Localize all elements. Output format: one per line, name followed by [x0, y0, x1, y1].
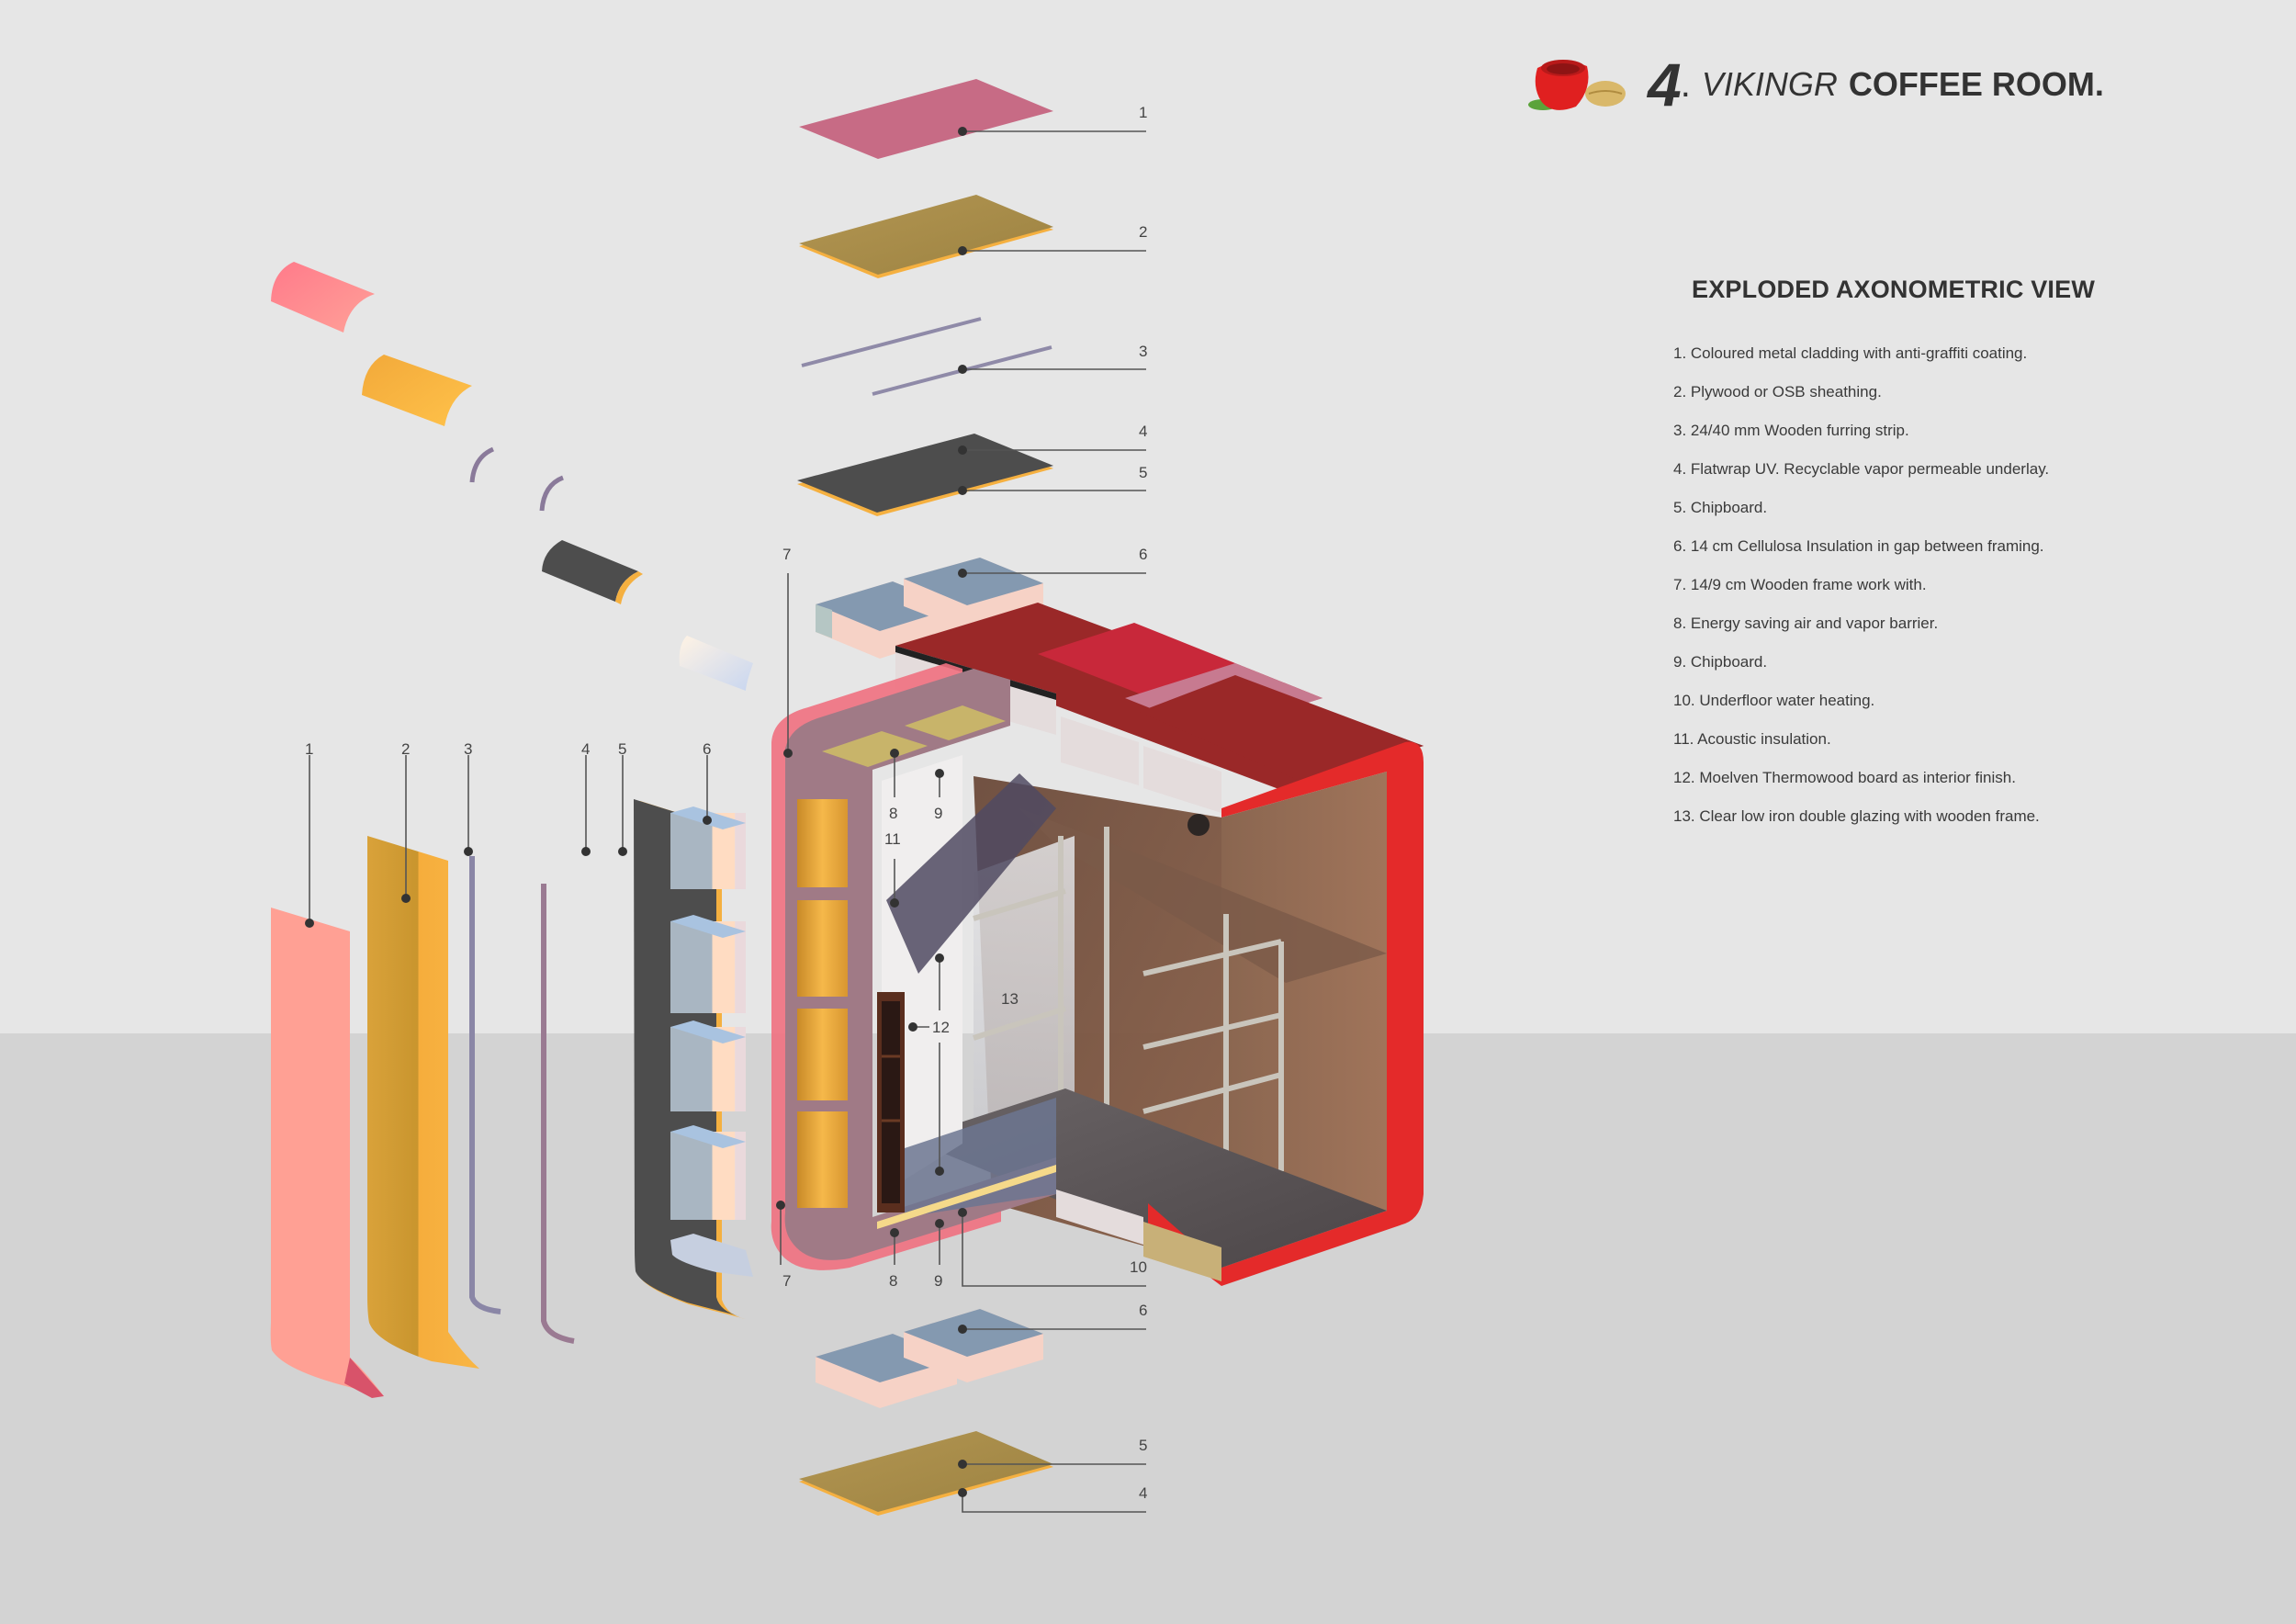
floor-layer-5-4-chipboard-underlay	[799, 1431, 1053, 1516]
callout-inner-9-bottom: 9	[934, 1272, 942, 1290]
callout-frame-7-bottom: 7	[782, 1272, 791, 1290]
callout-roof-2: 2	[1139, 223, 1147, 241]
wall-layer-3-strip-a	[469, 856, 501, 1314]
legend-item: 9. Chipboard.	[1673, 653, 1768, 671]
callout-floor-4: 4	[1139, 1484, 1147, 1502]
page-title: COFFEE ROOM.	[1848, 65, 2104, 103]
wall-layer-1-cladding	[270, 908, 384, 1398]
callout-12: 12	[932, 1019, 950, 1036]
callout-inner-8-bottom: 8	[889, 1272, 897, 1290]
roof-layer-4-5-underlay-chipboard	[797, 434, 1053, 516]
callout-roof-5: 5	[1139, 464, 1147, 481]
page-header: 4 . VIKINGR COFFEE ROOM.	[1525, 48, 2104, 121]
roof-layer-1-cladding	[799, 79, 1053, 159]
callout-10: 10	[1130, 1258, 1147, 1276]
legend-item: 6. 14 cm Cellulosa Insulation in gap bet…	[1673, 537, 2044, 555]
callout-11: 11	[884, 830, 901, 848]
roof-layer-2-sheathing	[799, 195, 1053, 278]
room-module	[771, 603, 1424, 1286]
brand-name: VIKINGR	[1701, 65, 1838, 103]
corner-piece-2-sheathing	[362, 355, 472, 426]
wall-layer-2-sheathing	[367, 836, 479, 1369]
legend-item: 7. 14/9 cm Wooden frame work with.	[1673, 576, 1927, 593]
wall-callouts: 1 2 3 4 5 6	[305, 740, 712, 928]
coffee-cherry-logo-icon	[1528, 60, 1626, 110]
callout-inner-8-top: 8	[889, 805, 897, 822]
legend-item: 2. Plywood or OSB sheathing.	[1673, 383, 1882, 400]
section-number-dot: .	[1680, 63, 1691, 105]
corner-piece-3-strip-b	[539, 475, 565, 512]
corner-piece-6-insulation	[679, 636, 753, 691]
callout-roof-4: 4	[1139, 423, 1147, 440]
callout-inner-9-top: 9	[934, 805, 942, 822]
legend-heading: EXPLODED AXONOMETRIC VIEW	[1692, 276, 2096, 303]
callout-13: 13	[1001, 990, 1019, 1008]
legend-item: 5. Chipboard.	[1673, 499, 1768, 516]
corner-piece-4-5-underlay	[542, 540, 643, 604]
callout-floor-5: 5	[1139, 1437, 1147, 1454]
section-number: 4	[1648, 51, 1682, 118]
wall-layer-3-strip-b	[541, 884, 575, 1344]
legend-item: 12. Moelven Thermowood board as interior…	[1673, 769, 2016, 786]
floor-callouts: 6 5 4	[958, 1302, 1147, 1513]
callout-wall-6: 6	[703, 740, 711, 758]
callout-floor-6: 6	[1139, 1302, 1147, 1319]
callout-wall-5: 5	[618, 740, 626, 758]
callout-wall-1: 1	[305, 740, 313, 758]
frame-insulation	[797, 799, 848, 1208]
callout-wall-2: 2	[401, 740, 410, 758]
legend-item: 11. Acoustic insulation.	[1673, 730, 1831, 748]
room-callouts: 7 8 9 11 12 13 7 8 9 10	[776, 546, 1147, 1290]
legend-item: 1. Coloured metal cladding with anti-gra…	[1673, 344, 2028, 362]
legend-list: 1. Coloured metal cladding with anti-gra…	[1673, 344, 2096, 846]
legend-item: 13. Clear low iron double glazing with w…	[1673, 807, 2040, 825]
roof-layer-3-furring-strips	[801, 317, 1052, 396]
legend-item: 10. Underfloor water heating.	[1673, 692, 1875, 709]
wall-layer-6-insulation	[670, 806, 753, 1277]
callout-wall-3: 3	[464, 740, 472, 758]
callout-roof-6: 6	[1139, 546, 1147, 563]
legend-item: 4. Flatwrap UV. Recyclable vapor permeab…	[1673, 460, 2050, 478]
corner-piece-3-strip-a	[469, 446, 495, 483]
legend-panel: EXPLODED AXONOMETRIC VIEW 1. Coloured me…	[1673, 276, 2096, 846]
floor-layer-6-insulation	[816, 1309, 1043, 1408]
callout-roof-3: 3	[1139, 343, 1147, 360]
callout-frame-7-top: 7	[782, 546, 791, 563]
roof-callouts: 1 2 3 4 5 6	[958, 104, 1147, 578]
legend-item: 3. 24/40 mm Wooden furring strip.	[1673, 422, 1909, 439]
callout-roof-1: 1	[1139, 104, 1147, 121]
corner-piece-1-cladding	[271, 262, 375, 333]
legend-item: 8. Energy saving air and vapor barrier.	[1673, 615, 1939, 632]
callout-wall-4: 4	[581, 740, 590, 758]
